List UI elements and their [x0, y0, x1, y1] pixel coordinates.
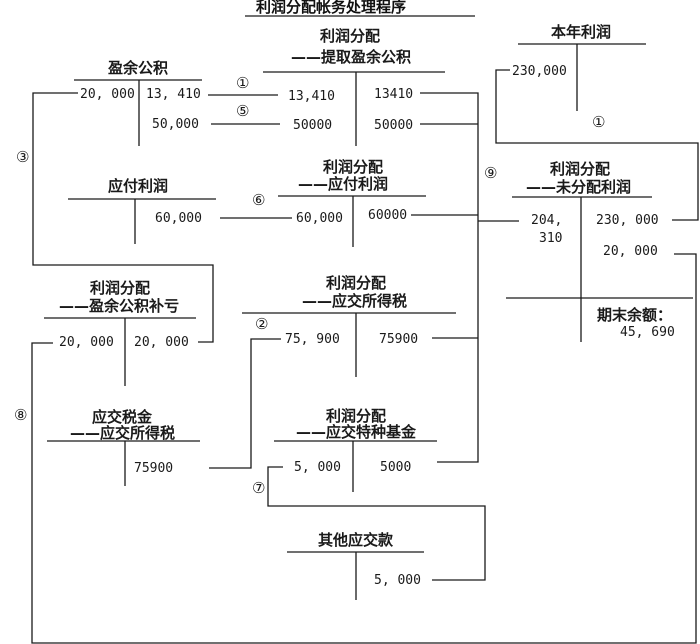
credit-entry: 5000: [380, 460, 412, 475]
debit-entry: 75, 900: [285, 332, 340, 347]
account-name-current-year-profit: 本年利润: [551, 23, 612, 41]
account-name-line2: ——应交所得税: [70, 424, 176, 442]
credit-entry: 50,000: [152, 117, 199, 132]
account-name-line1: 利润分配: [90, 279, 151, 297]
credit-entry: 5, 000: [374, 573, 421, 588]
account-name-surplus-reserve: 盈余公积: [108, 59, 169, 77]
credit-entry: 13410: [374, 87, 414, 102]
step-marker-9: ⑨: [484, 164, 498, 182]
step-marker-3: ③: [16, 148, 30, 166]
connector-step-7: [267, 466, 486, 581]
diagram-title: 利润分配帐务处理程序: [256, 0, 407, 16]
ending-balance-value: 45, 690: [620, 325, 675, 340]
debit-entry: 204,: [531, 213, 563, 228]
account-name-line1: 利润分配: [550, 160, 611, 178]
account-name-line2: ——应交所得税: [302, 292, 408, 310]
credit-entry: 75900: [134, 461, 174, 476]
connector-step-1: [495, 69, 699, 221]
credit-entry: 20, 000: [134, 335, 189, 350]
debit-entry: 5, 000: [294, 460, 341, 475]
step-marker-6: ⑥: [252, 191, 266, 209]
account-name-line1: 利润分配: [326, 407, 387, 425]
credit-entry: 20, 000: [603, 244, 658, 259]
step-marker-2: ②: [255, 315, 269, 333]
account-name-line2: ——应付利润: [298, 175, 389, 193]
connector-step-3: [32, 92, 214, 343]
connector-step-8: [31, 253, 697, 644]
debit-entry: 13,410: [288, 89, 335, 104]
account-name-line2: ——盈余公积补亏: [59, 297, 180, 315]
account-name-line1: 应交税金: [92, 408, 153, 426]
account-name-dividends-payable: 应付利润: [108, 177, 169, 195]
account-name-other-payables: 其他应交款: [318, 531, 394, 549]
debit-entry: 60,000: [296, 211, 343, 226]
connector-step-9: [420, 92, 479, 463]
step-marker-7: ⑦: [252, 479, 266, 497]
credit-entry: 50000: [374, 118, 414, 133]
account-name-line1: 利润分配: [323, 158, 384, 176]
account-name-line1: 利润分配: [326, 274, 387, 292]
account-name-line2: ——提取盈余公积: [291, 48, 412, 66]
debit-entry: 20, 000: [80, 87, 135, 102]
debit-entry: 230,000: [512, 64, 567, 79]
step-marker-1: ①: [592, 113, 606, 131]
debit-entry: 20, 000: [59, 335, 114, 350]
account-name-line2: ——未分配利润: [526, 178, 632, 196]
step-marker-5: ⑤: [236, 102, 250, 120]
step-marker-1: ①: [236, 74, 250, 92]
credit-entry: 13, 410: [146, 87, 201, 102]
credit-entry: 230, 000: [596, 213, 659, 228]
debit-entry: 310: [539, 231, 563, 246]
account-name-line1: 利润分配: [320, 27, 381, 45]
credit-entry: 60,000: [155, 211, 202, 226]
credit-entry: 75900: [379, 332, 419, 347]
ending-balance-label: 期末余额：: [597, 306, 673, 324]
credit-entry: 60000: [368, 208, 408, 223]
step-marker-8: ⑧: [14, 406, 28, 424]
account-name-line2: ——应交特种基金: [296, 423, 417, 441]
connector-step-2: [209, 338, 281, 469]
debit-entry: 50000: [293, 118, 333, 133]
